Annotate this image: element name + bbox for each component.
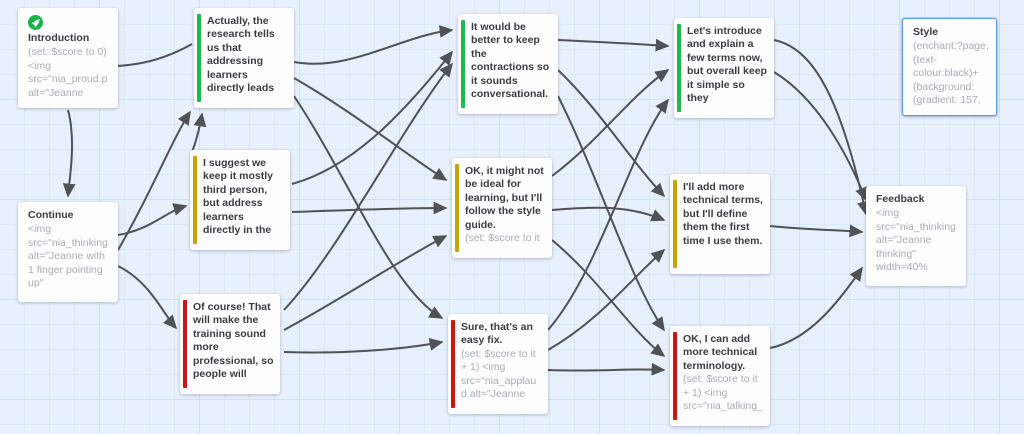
link-arrow: [283, 62, 453, 311]
link-arrow: [551, 69, 670, 177]
passage-sub-excerpt: (set: $score to it + 1) <img src="nia_ta…: [683, 373, 763, 413]
passage-card-introduction[interactable]: Introduction (set: $score to 0) <img src=…: [18, 8, 118, 108]
link-arrow: [293, 77, 448, 181]
passage-excerpt: It would be better to keep the contracti…: [471, 21, 550, 101]
link-arrow: [291, 50, 453, 185]
link-arrow: [293, 95, 444, 319]
passage-title: Style: [913, 26, 939, 38]
link-arrow: [557, 38, 670, 52]
link-arrow: [773, 39, 870, 216]
passage-card-add-technical-terms[interactable]: I'll add more technical terms, but I'll …: [670, 174, 770, 274]
passage-card-suggest-third-person[interactable]: I suggest we keep it mostly third person…: [190, 150, 290, 250]
passage-card-follow-style-guide[interactable]: OK, it might not be ideal for learning, …: [452, 158, 552, 258]
link-arrow: [191, 112, 207, 153]
passage-excerpt: I'll add more technical terms, but I'll …: [683, 181, 763, 247]
passage-card-keep-contractions[interactable]: It would be better to keep the contracti…: [458, 14, 558, 114]
passage-card-introduce-terms[interactable]: Let's introduce and explain a few terms …: [674, 18, 774, 118]
link-arrow: [773, 71, 868, 202]
link-arrow: [769, 224, 864, 238]
link-arrow: [117, 203, 188, 236]
passage-tag-stripe: [183, 300, 187, 388]
passage-card-continue[interactable]: Continue <img src="nia_thinking alt="Jean…: [18, 202, 118, 302]
passage-tag-stripe: [193, 156, 197, 244]
link-arrow: [283, 338, 444, 354]
link-arrow: [547, 98, 669, 331]
link-arrow: [551, 206, 666, 222]
passage-tag-stripe: [673, 180, 677, 268]
passage-card-actually-research[interactable]: Actually, the research tells us that add…: [194, 8, 294, 108]
passage-card-easy-fix[interactable]: Sure, that's an easy fix.(set: $score to…: [448, 314, 548, 414]
passage-excerpt: (set: $score to 0) <img src="nia_proud.p…: [28, 46, 108, 99]
passage-title: Introduction: [28, 32, 90, 44]
link-arrow: [557, 95, 665, 332]
passage-tag-stripe: [197, 14, 201, 102]
passage-excerpt: Sure, that's an easy fix.: [461, 321, 533, 347]
link-arrow: [293, 25, 454, 65]
passage-excerpt: <img src="nia_thinking alt="Jeanne think…: [876, 207, 956, 274]
passage-tag-stripe: [677, 24, 681, 112]
link-arrow: [62, 109, 76, 198]
passage-tag-stripe: [455, 164, 459, 252]
passage-card-of-course[interactable]: Of course! That will make the training s…: [180, 294, 280, 394]
link-arrow: [547, 362, 666, 376]
passage-tag-stripe: [451, 320, 455, 408]
passage-excerpt: OK, it might not be ideal for learning, …: [465, 165, 544, 231]
passage-title: Continue: [28, 209, 74, 221]
passage-excerpt: Actually, the research tells us that add…: [207, 15, 275, 95]
passage-card-style[interactable]: Style (enchant:?page, (text-colour:black)…: [902, 18, 997, 116]
link-arrow: [769, 266, 863, 349]
rocket-icon: [28, 15, 43, 30]
link-arrow: [551, 239, 666, 357]
passage-excerpt: <img src="nia_thinking alt="Jeanne with …: [28, 223, 108, 290]
link-arrow: [117, 110, 191, 251]
link-arrow: [291, 201, 448, 215]
link-arrow: [547, 248, 666, 351]
passage-card-add-terminology[interactable]: OK, I can add more technical terminology…: [670, 326, 770, 426]
passage-excerpt: (enchant:?page, (text-colour:black)+(bac…: [913, 40, 989, 107]
passage-tag-stripe: [673, 332, 677, 420]
passage-sub-excerpt: (set: $score to it: [465, 232, 540, 245]
passage-excerpt: Let's introduce and explain a few terms …: [687, 25, 767, 105]
passage-excerpt: Of course! That will make the training s…: [193, 301, 274, 381]
passage-tag-stripe: [461, 20, 465, 108]
passage-excerpt: OK, I can add more technical terminology…: [683, 333, 758, 372]
passage-excerpt: I suggest we keep it mostly third person…: [203, 157, 274, 237]
link-arrow: [557, 69, 666, 198]
link-arrow: [117, 265, 178, 330]
link-arrow: [283, 235, 448, 331]
passage-title: Feedback: [876, 193, 925, 205]
passage-sub-excerpt: (set: $score to it + 1) <img src="nia_ap…: [461, 347, 537, 401]
passage-card-feedback[interactable]: Feedback <img src="nia_thinking alt="Jean…: [866, 186, 966, 286]
